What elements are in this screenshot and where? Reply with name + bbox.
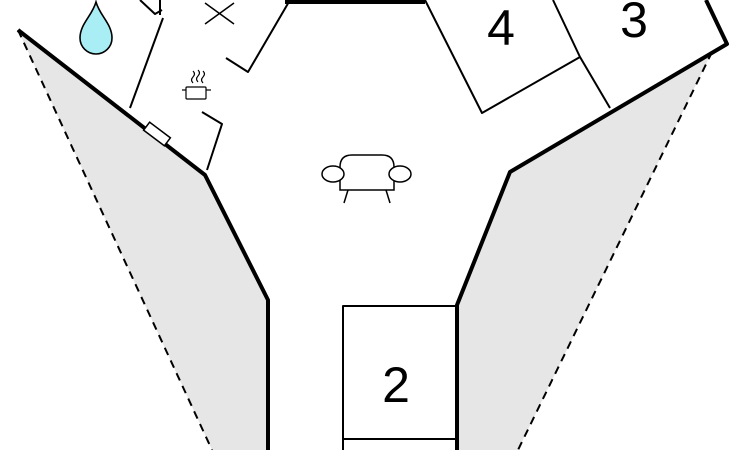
interior-walls (129, 0, 611, 450)
water-drop-icon (79, 0, 113, 55)
terrace-left-dashed-edge (17, 29, 213, 450)
terrace-right (457, 52, 712, 450)
cooking-pot-icon (182, 69, 211, 100)
outer-walls (16, 0, 729, 450)
terrace-right-dashed-edge (517, 51, 713, 450)
room-number-2: 2 (382, 357, 410, 413)
window-icon (142, 121, 172, 147)
room-number-4: 4 (487, 0, 515, 56)
sofa-icon (321, 154, 412, 204)
terrace-left (18, 30, 268, 450)
room-number-3: 3 (620, 0, 648, 48)
cross-icon (204, 2, 235, 25)
